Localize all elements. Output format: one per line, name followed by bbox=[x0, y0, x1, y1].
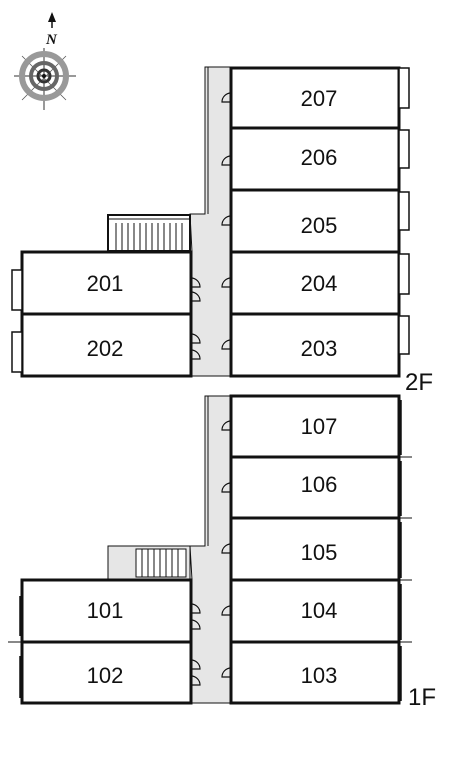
room-106: 106 bbox=[221, 455, 412, 520]
room-101: 101 bbox=[8, 578, 201, 644]
floor-label-1f: 1F bbox=[408, 684, 436, 711]
corridor-2f bbox=[189, 66, 231, 377]
floor-1f-plan: 107 106 105 104 103 bbox=[8, 394, 436, 711]
room-105: 105 bbox=[221, 516, 412, 582]
floor-2f-plan: 207 206 205 204 203 bbox=[11, 66, 433, 396]
room-204: 204 bbox=[221, 250, 410, 316]
room-label: 106 bbox=[301, 472, 338, 497]
room-107: 107 bbox=[221, 394, 402, 459]
room-label: 102 bbox=[87, 663, 124, 688]
room-label: 201 bbox=[87, 271, 124, 296]
room-label: 107 bbox=[301, 414, 338, 439]
stairs-2f bbox=[107, 214, 191, 252]
compass-north-label: N bbox=[45, 32, 58, 48]
room-label: 203 bbox=[301, 336, 338, 361]
room-202: 202 bbox=[11, 312, 201, 378]
room-205: 205 bbox=[221, 188, 410, 254]
room-label: 204 bbox=[301, 271, 338, 296]
room-102: 102 bbox=[19, 640, 201, 705]
room-207: 207 bbox=[221, 66, 410, 130]
room-201: 201 bbox=[11, 250, 201, 316]
room-label: 207 bbox=[301, 86, 338, 111]
compass-rose-icon: N bbox=[14, 12, 76, 110]
room-104: 104 bbox=[221, 578, 412, 644]
floor-label-2f: 2F bbox=[405, 369, 433, 396]
room-label: 205 bbox=[301, 213, 338, 238]
room-label: 105 bbox=[301, 540, 338, 565]
room-label: 103 bbox=[301, 663, 338, 688]
stairs-1f bbox=[107, 545, 191, 581]
corridor-1f bbox=[189, 395, 231, 704]
room-203: 203 bbox=[221, 312, 410, 378]
room-103: 103 bbox=[221, 640, 412, 705]
room-label: 202 bbox=[87, 336, 124, 361]
room-label: 104 bbox=[301, 598, 338, 623]
room-label: 101 bbox=[87, 598, 124, 623]
room-206: 206 bbox=[221, 126, 410, 192]
room-label: 206 bbox=[301, 145, 338, 170]
